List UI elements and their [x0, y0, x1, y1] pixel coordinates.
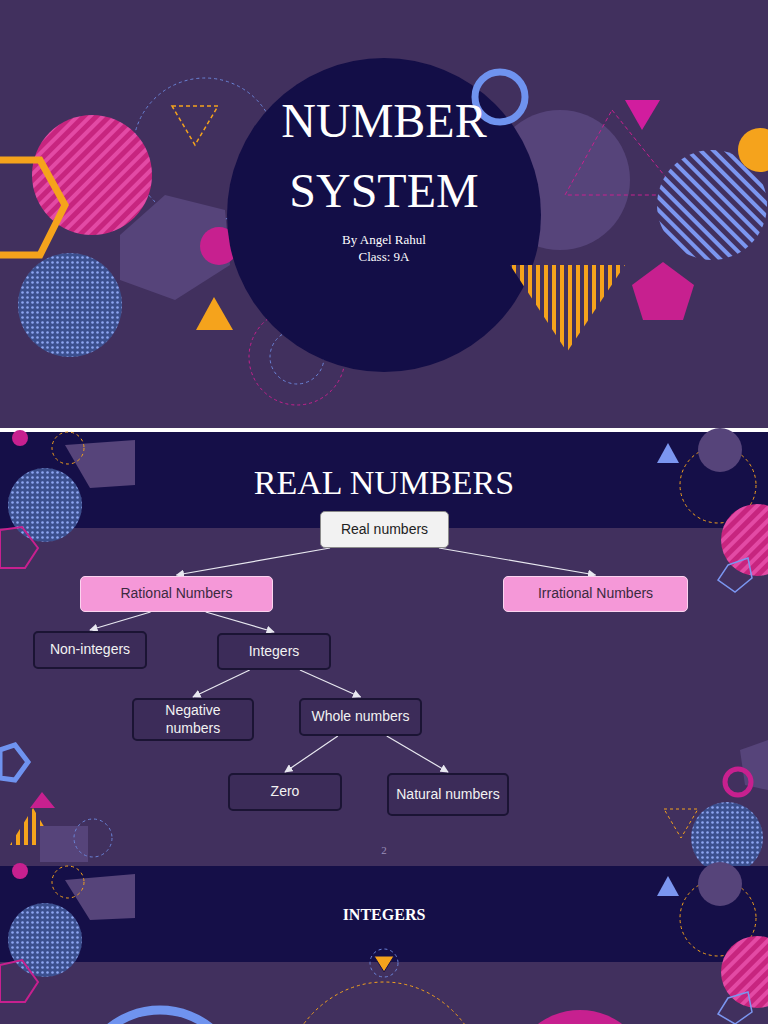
- dashed-circle: [370, 949, 398, 977]
- triangle: [374, 956, 394, 972]
- hexagon-outline: [0, 160, 65, 255]
- slide-ground: [0, 0, 768, 428]
- striped-circle: [721, 936, 768, 1008]
- dotted-circle: [18, 253, 122, 357]
- triangle: [196, 297, 233, 330]
- connector: [439, 548, 596, 575]
- circle: [510, 1010, 650, 1024]
- triangle: [657, 443, 679, 463]
- category-box: Irrational Numbers: [503, 576, 688, 612]
- slide-heading: REAL NUMBERS: [134, 462, 634, 505]
- connector: [206, 612, 274, 632]
- pentagon-outline: [0, 527, 38, 568]
- box-text: Irrational Numbers: [532, 585, 659, 603]
- connector: [177, 548, 331, 575]
- box-text: Natural numbers: [390, 786, 506, 804]
- box-text: Real numbers: [335, 521, 434, 539]
- class-box: Non-integers: [33, 631, 147, 669]
- dashed-circle: [74, 819, 112, 857]
- box-text: Whole numbers: [305, 708, 415, 726]
- slide-heading: INTEGERS: [234, 905, 534, 925]
- triangle: [625, 100, 660, 130]
- triangle-outline: [172, 106, 218, 145]
- pentagon-outline: [718, 558, 752, 592]
- class-box: Whole numbers: [299, 698, 421, 736]
- dashed-circle: [52, 432, 84, 464]
- dot: [12, 430, 28, 446]
- box-text: Negative numbers: [134, 702, 252, 737]
- connector: [300, 670, 361, 697]
- ring: [725, 769, 751, 795]
- header-band: [0, 866, 768, 962]
- ring: [80, 1010, 240, 1024]
- circle: [698, 428, 742, 472]
- slide-ground: [0, 432, 768, 866]
- class-box: Zero: [228, 773, 342, 811]
- pentagon: [65, 874, 135, 920]
- title-circle: [227, 58, 541, 372]
- square: [40, 826, 88, 862]
- dashed-circle: [279, 982, 489, 1024]
- category-box: Rational Numbers: [80, 576, 273, 612]
- box-text: Rational Numbers: [114, 585, 238, 603]
- dotted-circle: [8, 903, 82, 977]
- triangle: [657, 876, 679, 896]
- slide-ground: [0, 866, 768, 1024]
- pentagon-outline: [0, 745, 28, 780]
- root-box: Real numbers: [320, 511, 449, 548]
- triangle: [30, 792, 55, 808]
- striped-triangle: [510, 265, 625, 352]
- author-line: By Angel Rahul: [234, 232, 534, 248]
- box-text: Integers: [243, 643, 306, 661]
- pentagon: [65, 440, 135, 488]
- slide-title: NUMBER SYSTEM: [234, 86, 534, 226]
- connector: [90, 612, 151, 630]
- connector: [193, 670, 250, 697]
- pentagon-outline: [0, 960, 38, 1002]
- dotted-circle: [8, 468, 82, 542]
- pentagon: [632, 262, 694, 320]
- pentagon: [740, 740, 768, 790]
- box-text: Zero: [265, 783, 306, 801]
- class-box: Integers: [217, 633, 331, 670]
- dashed-circle: [52, 866, 84, 898]
- dot: [738, 128, 768, 172]
- class-box: Negative numbers: [132, 698, 254, 741]
- pentagon-outline: [718, 992, 752, 1024]
- circle: [698, 862, 742, 906]
- dot: [12, 863, 28, 879]
- connector: [285, 736, 338, 772]
- class-box: Natural numbers: [387, 773, 509, 816]
- slide-gap: [0, 428, 768, 432]
- class-line: Class: 9A: [234, 249, 534, 265]
- page-number: 2: [334, 844, 434, 858]
- box-text: Non-integers: [44, 641, 136, 659]
- connector: [387, 736, 448, 772]
